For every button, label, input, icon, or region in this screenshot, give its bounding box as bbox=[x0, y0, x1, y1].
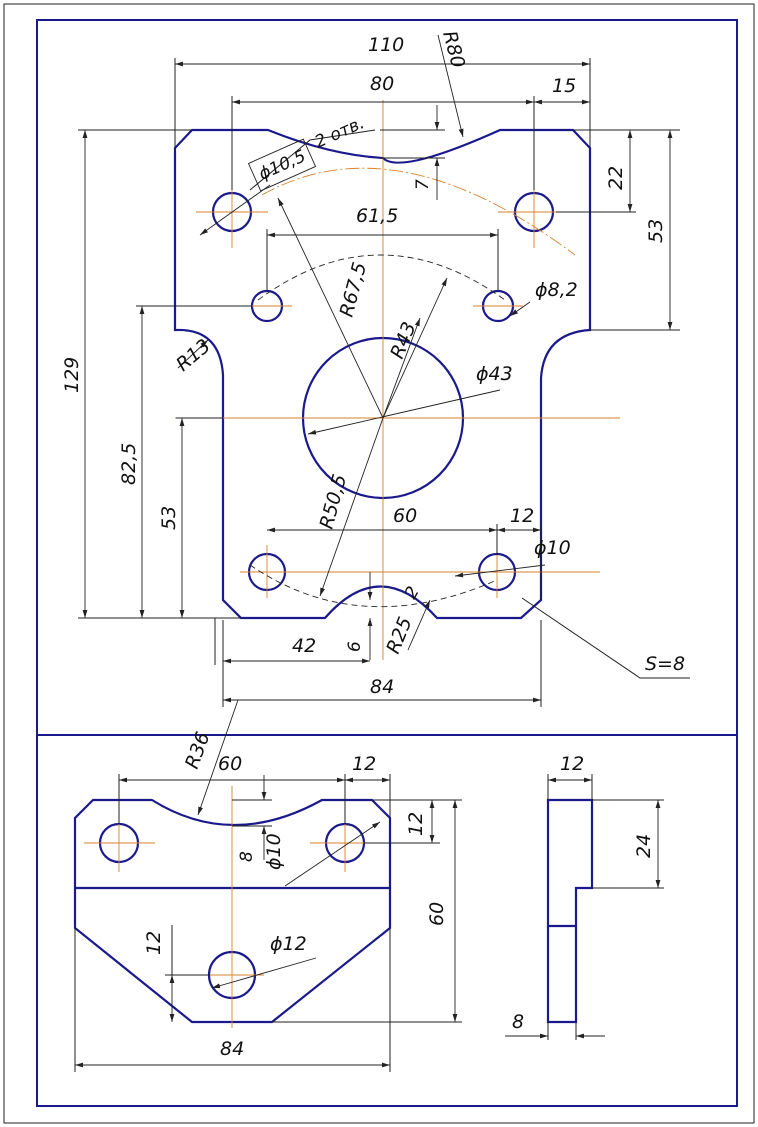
dim-hole-8-2: ϕ8,2 bbox=[535, 279, 578, 301]
dim-7: 7 bbox=[413, 179, 433, 190]
dim-129: 129 bbox=[61, 357, 83, 393]
side-dimension-lines bbox=[505, 774, 664, 1040]
dim-hole-12: ϕ12 bbox=[270, 933, 307, 955]
dim-8-b: 8 bbox=[237, 851, 257, 862]
dim-6: 6 bbox=[345, 641, 365, 652]
top-labels: 110 80 15 R80 ϕ10,5 2 отв. 7 22 53 61,5 … bbox=[61, 29, 685, 698]
dim-60-b: 60 bbox=[218, 753, 242, 775]
bottom-labels: R36 60 12 12 8 ϕ10 60 12 ϕ12 84 bbox=[143, 729, 448, 1060]
dim-hole-10-5: ϕ10,5 bbox=[256, 146, 309, 184]
dim-80: 80 bbox=[370, 73, 394, 95]
dim-hole-43: ϕ43 bbox=[476, 363, 513, 385]
dim-22: 22 bbox=[605, 166, 627, 190]
dim-r13: R13 bbox=[172, 335, 215, 376]
dim-12-top: 12 bbox=[510, 505, 534, 527]
main-plate-outline bbox=[173, 128, 592, 620]
hole-label-box bbox=[247, 138, 317, 192]
dim-12-bv: 12 bbox=[405, 812, 427, 836]
dim-60-top: 60 bbox=[393, 505, 417, 527]
dim-12-side: 12 bbox=[560, 753, 584, 775]
flat-blank-outline bbox=[73, 798, 392, 1024]
dim-8-side: 8 bbox=[512, 1011, 524, 1033]
dim-110: 110 bbox=[368, 34, 404, 56]
dim-r25: R25 bbox=[382, 614, 416, 657]
dim-2: 2 bbox=[401, 583, 424, 602]
top-centerlines bbox=[175, 100, 620, 660]
side-labels: 12 24 8 bbox=[512, 753, 655, 1033]
dim-15: 15 bbox=[552, 75, 576, 97]
side-profile-outline bbox=[546, 798, 594, 1024]
dim-hole-10-top: ϕ10 bbox=[534, 537, 571, 559]
dim-84-top: 84 bbox=[370, 676, 394, 698]
dim-53-left: 53 bbox=[158, 506, 180, 530]
dim-2-holes: 2 отв. bbox=[312, 113, 368, 152]
top-dimension-lines bbox=[78, 34, 690, 816]
dim-hole-10-b: ϕ10 bbox=[263, 833, 285, 870]
thickness-s8: S=8 bbox=[645, 653, 685, 675]
dim-r67-5: R67,5 bbox=[336, 260, 372, 319]
dim-12-b: 12 bbox=[352, 753, 376, 775]
drawing-frame bbox=[36, 19, 738, 1107]
bottom-centerlines bbox=[84, 786, 380, 1028]
dim-82-5: 82,5 bbox=[118, 443, 140, 485]
bottom-dimension-lines bbox=[74, 774, 462, 1072]
outer-border bbox=[3, 3, 755, 1124]
dim-42: 42 bbox=[292, 635, 316, 657]
dim-61-5: 61,5 bbox=[356, 205, 398, 227]
dim-24-side: 24 bbox=[633, 834, 655, 858]
dim-53-right: 53 bbox=[645, 219, 667, 243]
dim-84-b: 84 bbox=[220, 1038, 244, 1060]
dim-60-bv: 60 bbox=[426, 902, 448, 926]
dim-12-bl: 12 bbox=[143, 931, 165, 955]
dim-r43: R43 bbox=[386, 319, 420, 362]
